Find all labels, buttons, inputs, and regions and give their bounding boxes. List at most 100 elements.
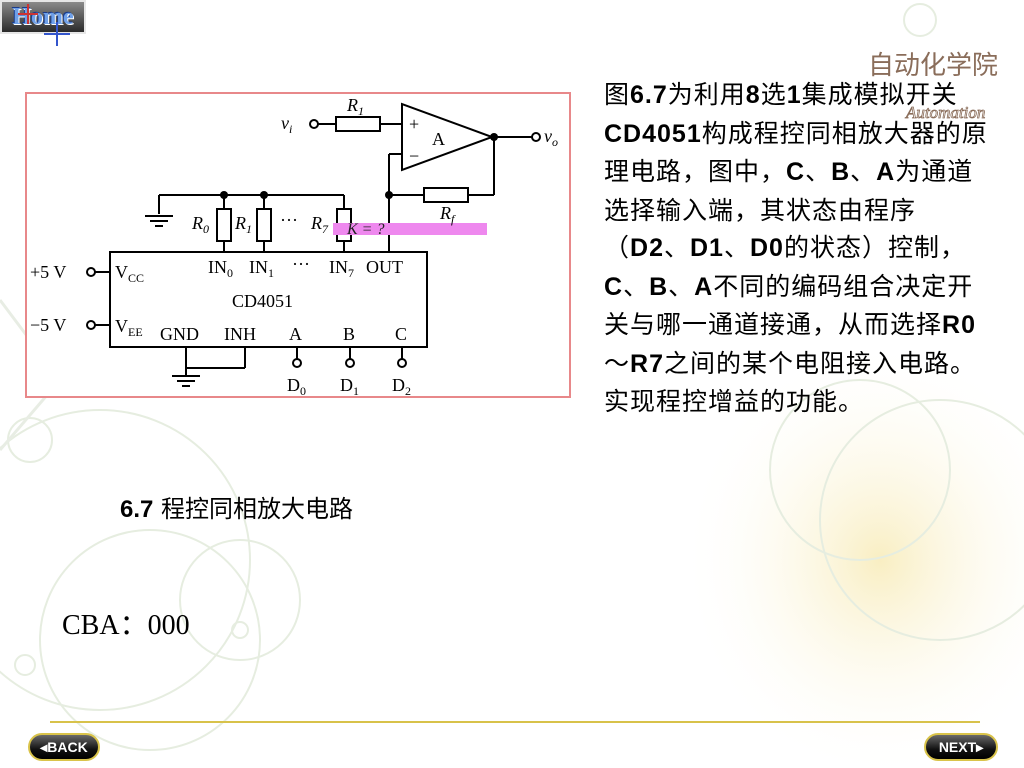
description-segment: B: [649, 272, 669, 301]
label-vee: V: [115, 316, 128, 336]
description-segment: D1: [690, 234, 724, 262]
description-segment: A: [876, 158, 896, 186]
label-d1: D: [340, 375, 353, 395]
label-pin-b: B: [343, 324, 355, 344]
description-segment: 、: [723, 233, 750, 262]
caption-title: 程控同相放大电路: [153, 495, 354, 523]
label-r7: R: [310, 213, 322, 233]
back-label: BACK: [47, 739, 88, 755]
svg-text:IN7: IN7: [329, 257, 354, 280]
label-chip: CD4051: [232, 291, 293, 311]
description-segment: 、: [850, 157, 877, 186]
label-vi-sub: i: [289, 122, 292, 136]
circuit-diagram-frame: K = ? vi R1 vo + − A Rf R0 R1 ··· R7 IN0…: [25, 92, 571, 398]
label-vi: v: [281, 113, 289, 133]
label-amp: A: [432, 129, 445, 149]
description-segment: R7: [630, 349, 664, 378]
description-segment: 为利用: [667, 80, 746, 109]
cba-state-readout: CBA：000: [62, 610, 190, 641]
home-label: Home: [12, 3, 74, 30]
description-segment: D0: [749, 234, 784, 262]
description-segment: 、: [805, 157, 832, 186]
label-vo-sub: o: [552, 135, 558, 149]
label-pin-c: C: [395, 324, 407, 344]
description-segment: 构成程控同相放大器的原理电路，图中，: [604, 118, 988, 187]
switch-state-label: K = ?: [346, 221, 384, 238]
description-segment: R0: [942, 311, 976, 339]
svg-text:vo: vo: [544, 126, 558, 149]
label-rr1-sub: 1: [246, 222, 252, 236]
label-vcc-sub: CC: [128, 271, 144, 285]
label-vo: v: [544, 126, 552, 146]
description-segment: 集成模拟开关: [801, 80, 958, 109]
label-pin-a: A: [289, 324, 302, 344]
svg-text:R0: R0: [191, 213, 209, 236]
label-r1: R: [346, 95, 358, 115]
label-rr1: R: [234, 213, 246, 233]
label-d0-sub: 0: [300, 384, 306, 398]
label-r0-sub: 0: [203, 222, 209, 236]
logo-chinese: 自动化学院: [868, 51, 998, 81]
description-segment: C: [604, 272, 624, 301]
description-text: 图6.7为利用8选1集成模拟开关CD4051构成程控同相放大器的原理电路，图中，…: [604, 76, 994, 421]
label-rf-sub: f: [451, 212, 456, 226]
label-d0: D: [287, 375, 300, 395]
description-segment: CD4051: [604, 119, 702, 148]
label-in-dots: ···: [292, 254, 310, 274]
svg-text:R1: R1: [234, 213, 252, 236]
svg-text:R7: R7: [310, 213, 329, 236]
description-segment: D2: [630, 234, 664, 262]
svg-text:vi: vi: [281, 113, 292, 136]
label-rf: R: [439, 203, 451, 223]
label-d2: D: [392, 375, 405, 395]
description-segment: 、: [663, 233, 690, 262]
label-res-dots: ···: [280, 210, 298, 230]
next-label: NEXT: [938, 739, 977, 755]
description-segment: 、: [623, 271, 650, 301]
label-inh: INH: [224, 324, 256, 344]
logo-english: Automation: [905, 103, 985, 120]
next-button[interactable]: NEXT▸: [924, 733, 998, 761]
label-vee-sub: EE: [128, 325, 143, 339]
figure-caption: 6.7 程控同相放大电路: [120, 489, 353, 524]
label-minus-5v: −5 V: [30, 315, 66, 335]
description-segment: 、: [668, 271, 695, 301]
label-in0-sub: 0: [227, 266, 233, 280]
label-gnd: GND: [160, 324, 199, 344]
label-vcc: V: [115, 262, 128, 282]
description-segment: ～: [604, 348, 631, 378]
description-segment: 不同的编码组合决定开关与哪一通道接通，从而选择: [604, 271, 974, 340]
label-out: OUT: [366, 257, 403, 277]
back-arrow-icon: ◂: [40, 738, 48, 755]
svg-text:IN1: IN1: [249, 257, 274, 280]
label-in1: IN: [249, 257, 268, 277]
svg-text:D2: D2: [392, 375, 411, 398]
description-segment: C: [786, 158, 806, 186]
svg-text:VEE: VEE: [115, 316, 143, 339]
description-segment: 为通道选择输入端，其状态由程序（: [604, 157, 974, 262]
school-logo: 自动化学院 Automation: [862, 40, 1022, 122]
label-d2-sub: 2: [405, 384, 411, 398]
label-d1-sub: 1: [353, 384, 359, 398]
caption-number: 6.7: [120, 496, 154, 523]
svg-text:IN0: IN0: [208, 257, 233, 280]
svg-text:VCC: VCC: [115, 262, 144, 285]
circuit-diagram: K = ? vi R1 vo + − A Rf R0 R1 ··· R7 IN0…: [30, 95, 558, 398]
svg-text:D1: D1: [340, 375, 359, 398]
svg-text:D0: D0: [287, 375, 306, 398]
description-segment: 选: [760, 80, 787, 109]
next-arrow-icon: ▸: [976, 738, 984, 755]
label-plus-5v: +5 V: [30, 262, 66, 282]
description-segment: A: [694, 272, 714, 301]
label-plus: +: [409, 114, 419, 134]
description-segment: 6.7: [630, 81, 668, 109]
label-in0: IN: [208, 257, 227, 277]
back-button[interactable]: ◂BACK: [28, 733, 100, 761]
description-segment: 8: [745, 81, 761, 109]
home-button[interactable]: Home: [0, 0, 86, 34]
label-minus: −: [409, 146, 419, 166]
description-segment: B: [831, 158, 851, 186]
description-segment: 图: [604, 80, 631, 109]
label-in7-sub: 7: [348, 266, 354, 280]
svg-text:R1: R1: [346, 95, 364, 118]
